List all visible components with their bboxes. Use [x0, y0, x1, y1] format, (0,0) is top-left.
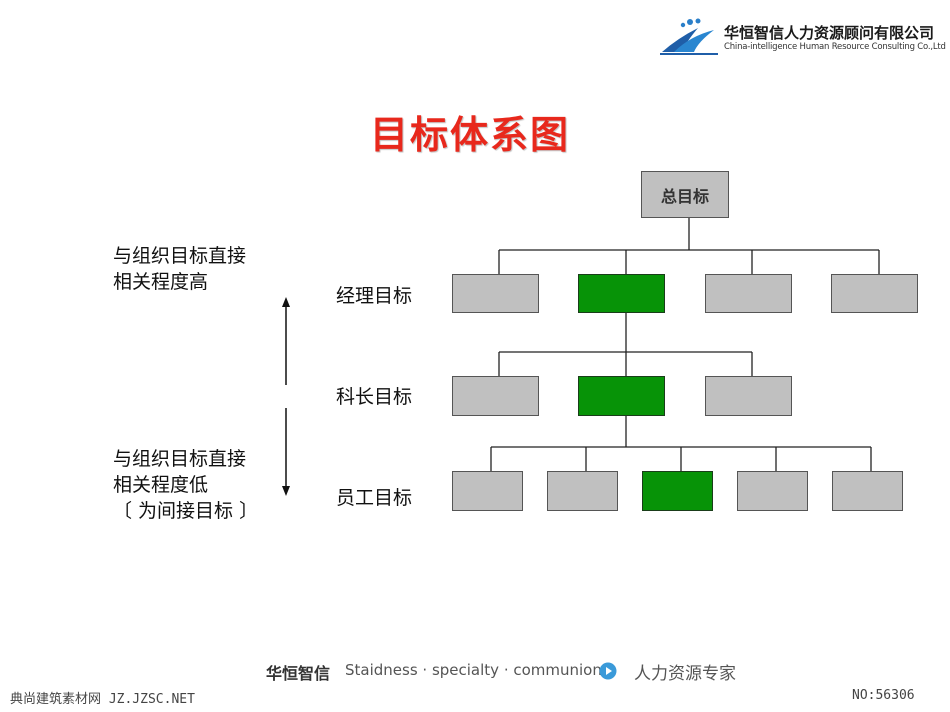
note-high-relevance: 与组织目标直接 相关程度高	[113, 243, 246, 295]
play-circle-icon	[599, 662, 617, 680]
note-low-line-3: 〔 为间接目标 〕	[113, 500, 259, 522]
page-title: 目标体系图	[369, 113, 570, 157]
company-logo-icon	[660, 18, 718, 55]
level-label-manager: 经理目标	[336, 285, 413, 307]
watermark-left: 典尚建筑素材网 JZ.JZSC.NET	[10, 692, 195, 707]
note-high-line-1: 与组织目标直接	[113, 245, 247, 267]
staff-box-2	[547, 471, 618, 511]
note-low-relevance: 与组织目标直接 相关程度低 〔 为间接目标 〕	[113, 446, 258, 524]
footer-tagline: 人力资源专家	[634, 664, 736, 684]
watermark-right: NO:56306	[852, 688, 915, 703]
relevance-arrows	[282, 297, 290, 496]
manager-box-4	[831, 274, 918, 313]
staff-box-5	[832, 471, 903, 511]
note-high-line-2: 相关程度高	[113, 271, 209, 293]
staff-box-3-highlight	[642, 471, 713, 511]
top-node-box: 总目标	[641, 171, 729, 218]
staff-box-1	[452, 471, 523, 511]
staff-box-4	[737, 471, 808, 511]
company-name-cn: 华恒智信人力资源顾问有限公司	[724, 24, 935, 42]
level-label-section: 科长目标	[336, 386, 413, 408]
manager-box-3	[705, 274, 792, 313]
section-box-3	[705, 376, 792, 416]
manager-box-1	[452, 274, 539, 313]
section-box-1	[452, 376, 539, 416]
footer-slogan: Staidness · specialty · communion	[345, 661, 602, 679]
section-box-2-highlight	[578, 376, 665, 416]
footer-brand: 华恒智信	[266, 664, 331, 683]
manager-box-2-highlight	[578, 274, 665, 313]
note-low-line-2: 相关程度低	[113, 474, 209, 496]
company-name-en: China-intelligence Human Resource Consul…	[724, 42, 946, 52]
level-label-staff: 员工目标	[336, 487, 413, 509]
note-low-line-1: 与组织目标直接	[113, 448, 247, 470]
